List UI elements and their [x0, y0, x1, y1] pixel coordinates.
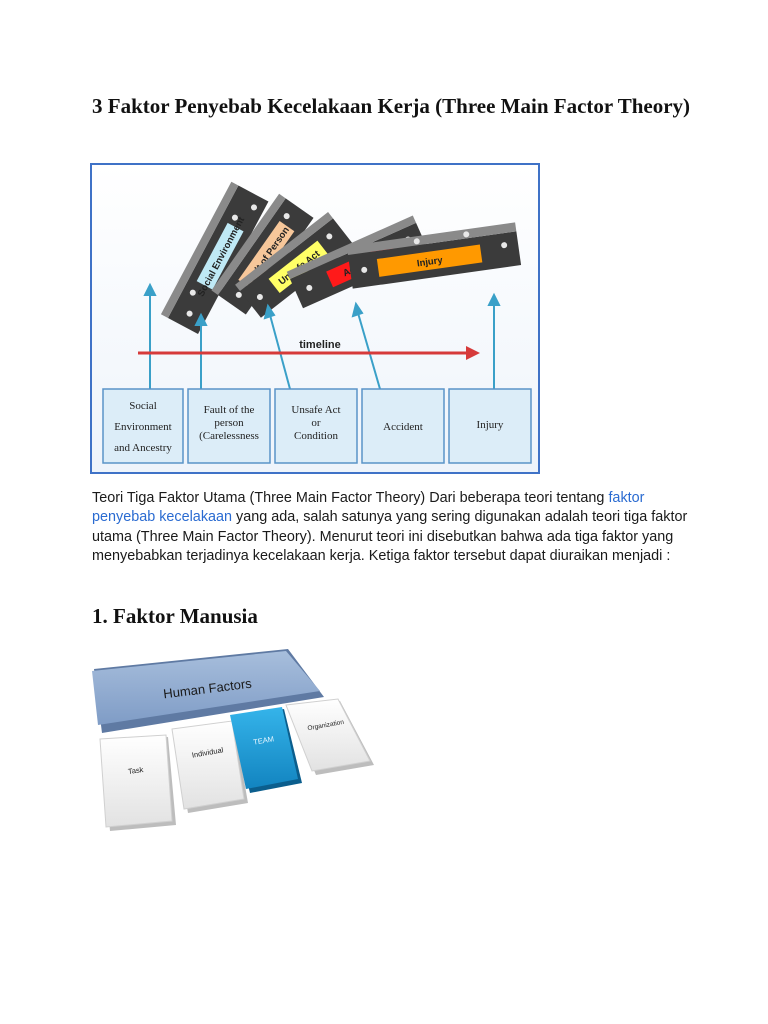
pointer-arrows — [143, 282, 501, 390]
box-social-environment: Social Environment and Ancestry — [102, 388, 184, 464]
domino-diagram: Social Environment Fault of Person Unsaf… — [90, 163, 540, 474]
svg-text:Environment: Environment — [114, 421, 171, 433]
domino-theory-figure: Social Environment Fault of Person Unsaf… — [90, 163, 540, 474]
human-factors-header: Human Factors — [92, 649, 324, 733]
link-faktor-penyebab-kecelakaan[interactable]: faktor penyebab kecelakaan — [92, 490, 645, 526]
svg-text:or: or — [311, 417, 321, 429]
box-fault-of-person: Fault of the person (Carelessness — [187, 388, 271, 464]
article-title: 3 Faktor Penyebab Kecelakaan Kerja (Thre… — [92, 94, 691, 118]
svg-text:Social: Social — [129, 400, 157, 412]
human-factors-diagram: Human Factors Task Individual TEAM — [92, 649, 374, 831]
svg-text:(Carelessness: (Carelessness — [199, 430, 259, 442]
svg-text:Unsafe Act: Unsafe Act — [291, 404, 340, 416]
svg-text:Accident: Accident — [383, 421, 423, 433]
svg-text:Injury: Injury — [477, 419, 504, 431]
domino-label-bg-1 — [196, 222, 244, 290]
tile-team: TEAM — [230, 707, 302, 793]
paragraph-text-1: Teori Tiga Faktor Utama (Three Main Fact… — [92, 490, 609, 506]
paragraph-text-2: yang ada, salah satunya yang sering digu… — [92, 509, 688, 564]
svg-text:person: person — [214, 417, 244, 429]
factor-boxes: Social Environment and Ancestry Fault of… — [102, 388, 532, 464]
box-injury: Injury — [448, 388, 532, 464]
timeline-label: timeline — [299, 339, 341, 351]
tile-label-task: Task — [127, 765, 144, 776]
svg-text:Condition: Condition — [294, 430, 339, 442]
svg-text:and Ancestry: and Ancestry — [114, 442, 172, 454]
domino-label-5: Injury — [416, 255, 444, 270]
box-accident: Accident — [361, 388, 445, 464]
box-unsafe-act: Unsafe Act or Condition — [274, 388, 358, 464]
tile-label-team: TEAM — [253, 734, 275, 746]
tile-individual: Individual — [171, 720, 248, 813]
tile-task: Task — [99, 734, 176, 831]
section-heading: 1. Faktor Manusia — [92, 604, 258, 628]
human-factors-figure: Human Factors Task Individual TEAM — [88, 645, 388, 835]
body-paragraph: Teori Tiga Faktor Utama (Three Main Fact… — [92, 489, 692, 566]
domino-injury: Injury — [346, 222, 522, 289]
timeline: timeline — [138, 339, 480, 360]
tile-organization: Organization — [285, 698, 374, 775]
svg-text:Fault of the: Fault of the — [204, 404, 255, 416]
domino-label-bg-5 — [376, 244, 483, 277]
